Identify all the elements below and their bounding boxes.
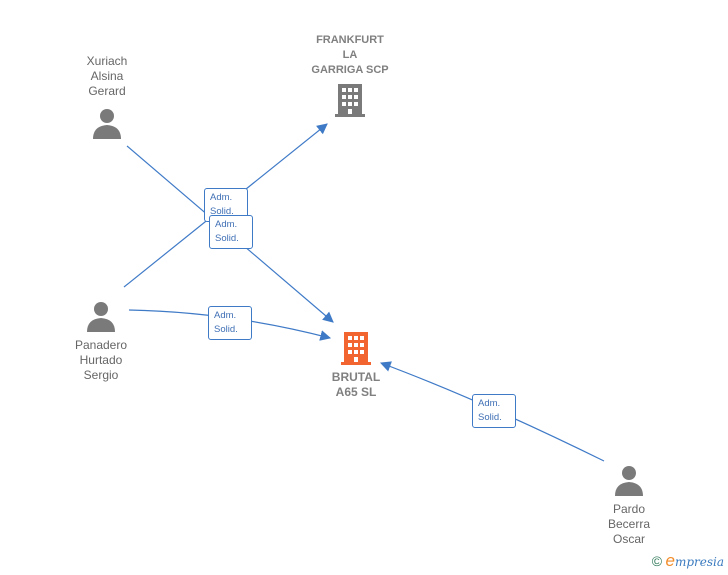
edge-label-role: Adm. (210, 192, 233, 203)
brand-logo-text: mpresia (674, 555, 724, 569)
edge-label-sergio-frankfurt: Adm. Solid. (209, 215, 253, 249)
node-name: Pardo Becerra Oscar (607, 502, 651, 546)
copyright-symbol: © (651, 553, 663, 569)
node-company-frankfurt[interactable]: FRANKFURT LA GARRIGA SCP (299, 33, 401, 118)
edge-label-role: Adm. (214, 310, 237, 321)
node-name: BRUTAL A65 SL (331, 370, 381, 399)
person-icon (93, 109, 121, 139)
building-icon (341, 332, 371, 365)
node-name: Xuriach Alsina Gerard (86, 54, 128, 98)
person-icon (615, 466, 643, 496)
edge-label-type: Solid. (210, 206, 234, 217)
edge-label-oscar-brutal: Adm. Solid. (472, 394, 516, 428)
edge-label-type: Solid. (215, 233, 239, 244)
node-name: FRANKFURT LA GARRIGA SCP (311, 34, 389, 76)
node-person-oscar[interactable]: Pardo Becerra Oscar (583, 464, 675, 547)
node-company-brutal[interactable]: BRUTAL A65 SL (310, 330, 402, 400)
footer-brand: © empresia (652, 551, 724, 571)
node-person-sergio[interactable]: Panadero Hurtado Sergio (55, 300, 147, 383)
edge-label-sergio-brutal: Adm. Solid. (208, 306, 252, 340)
node-name: Panadero Hurtado Sergio (74, 338, 128, 382)
building-icon (335, 84, 365, 117)
node-person-gerard[interactable]: Xuriach Alsina Gerard (62, 54, 152, 141)
person-icon (87, 302, 115, 332)
edge-label-type: Solid. (214, 324, 238, 335)
edge-label-role: Adm. (215, 219, 238, 230)
edge-label-role: Adm. (478, 398, 501, 409)
edge-label-type: Solid. (478, 412, 502, 423)
brand-logo-initial: e (665, 551, 675, 570)
